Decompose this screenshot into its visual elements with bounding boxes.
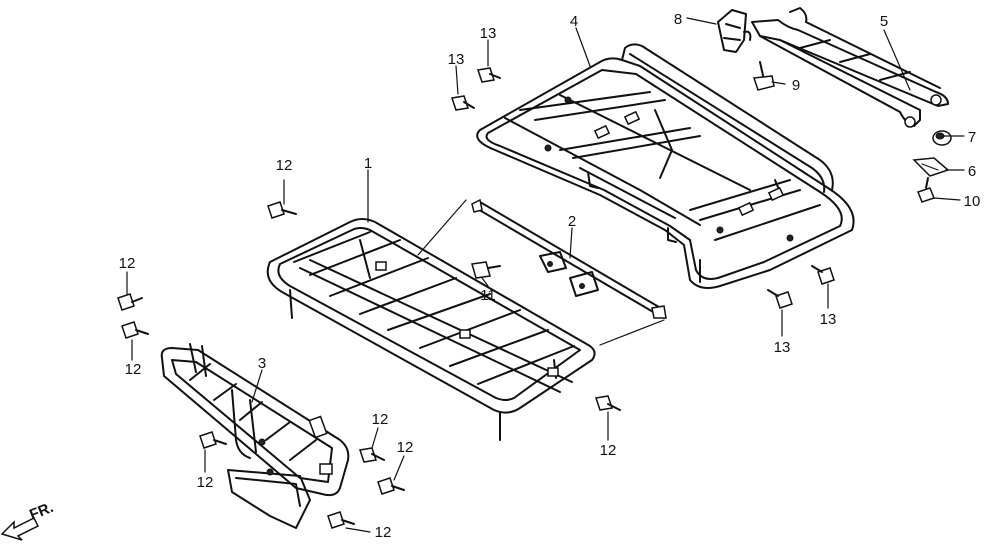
label-part-12: 12 xyxy=(119,255,136,272)
label-part-7: 7 xyxy=(968,129,976,146)
collar-part-7 xyxy=(932,130,952,146)
label-part-12: 12 xyxy=(397,439,414,456)
bolt-part-11 xyxy=(471,261,501,279)
label-part-13: 13 xyxy=(480,25,497,42)
label-part-13: 13 xyxy=(820,311,837,328)
bolts-part-12 xyxy=(117,201,621,529)
label-part-2: 2 xyxy=(568,213,576,230)
label-part-5: 5 xyxy=(880,13,888,30)
bolt-part-9 xyxy=(752,61,775,91)
bolt-part-10 xyxy=(917,177,935,203)
label-part-12: 12 xyxy=(276,157,293,174)
label-part-4: 4 xyxy=(570,13,578,30)
front-guard xyxy=(160,343,350,529)
front-carrier xyxy=(266,218,596,441)
front-label: FR. xyxy=(27,499,56,524)
front-arrow-icon xyxy=(0,516,40,541)
plate-part-6 xyxy=(912,157,950,177)
label-part-12: 12 xyxy=(125,361,142,378)
label-part-12: 12 xyxy=(600,442,617,459)
label-part-12: 12 xyxy=(197,474,214,491)
label-part-8: 8 xyxy=(674,11,682,28)
label-part-13: 13 xyxy=(448,51,465,68)
label-part-6: 6 xyxy=(968,163,976,180)
bolts-part-13 xyxy=(451,67,835,309)
label-part-12: 12 xyxy=(375,524,392,541)
holder-part-8 xyxy=(717,9,752,53)
label-part-11: 11 xyxy=(480,287,496,304)
carrier-shaft xyxy=(417,198,667,346)
rear-carrier xyxy=(476,43,855,289)
label-part-3: 3 xyxy=(258,355,266,372)
front-direction-indicator: FR. xyxy=(0,499,56,541)
label-part-1: 1 xyxy=(364,155,372,172)
label-part-12: 12 xyxy=(372,411,389,428)
label-part-9: 9 xyxy=(792,77,800,94)
label-part-10: 10 xyxy=(964,193,981,210)
leader-lines xyxy=(126,17,965,533)
part-labels: 1 2 3 4 5 6 7 8 9 10 11 12 12 12 12 12 1… xyxy=(119,11,981,541)
label-part-13: 13 xyxy=(774,339,791,356)
rear-carrier-stay xyxy=(751,7,949,128)
